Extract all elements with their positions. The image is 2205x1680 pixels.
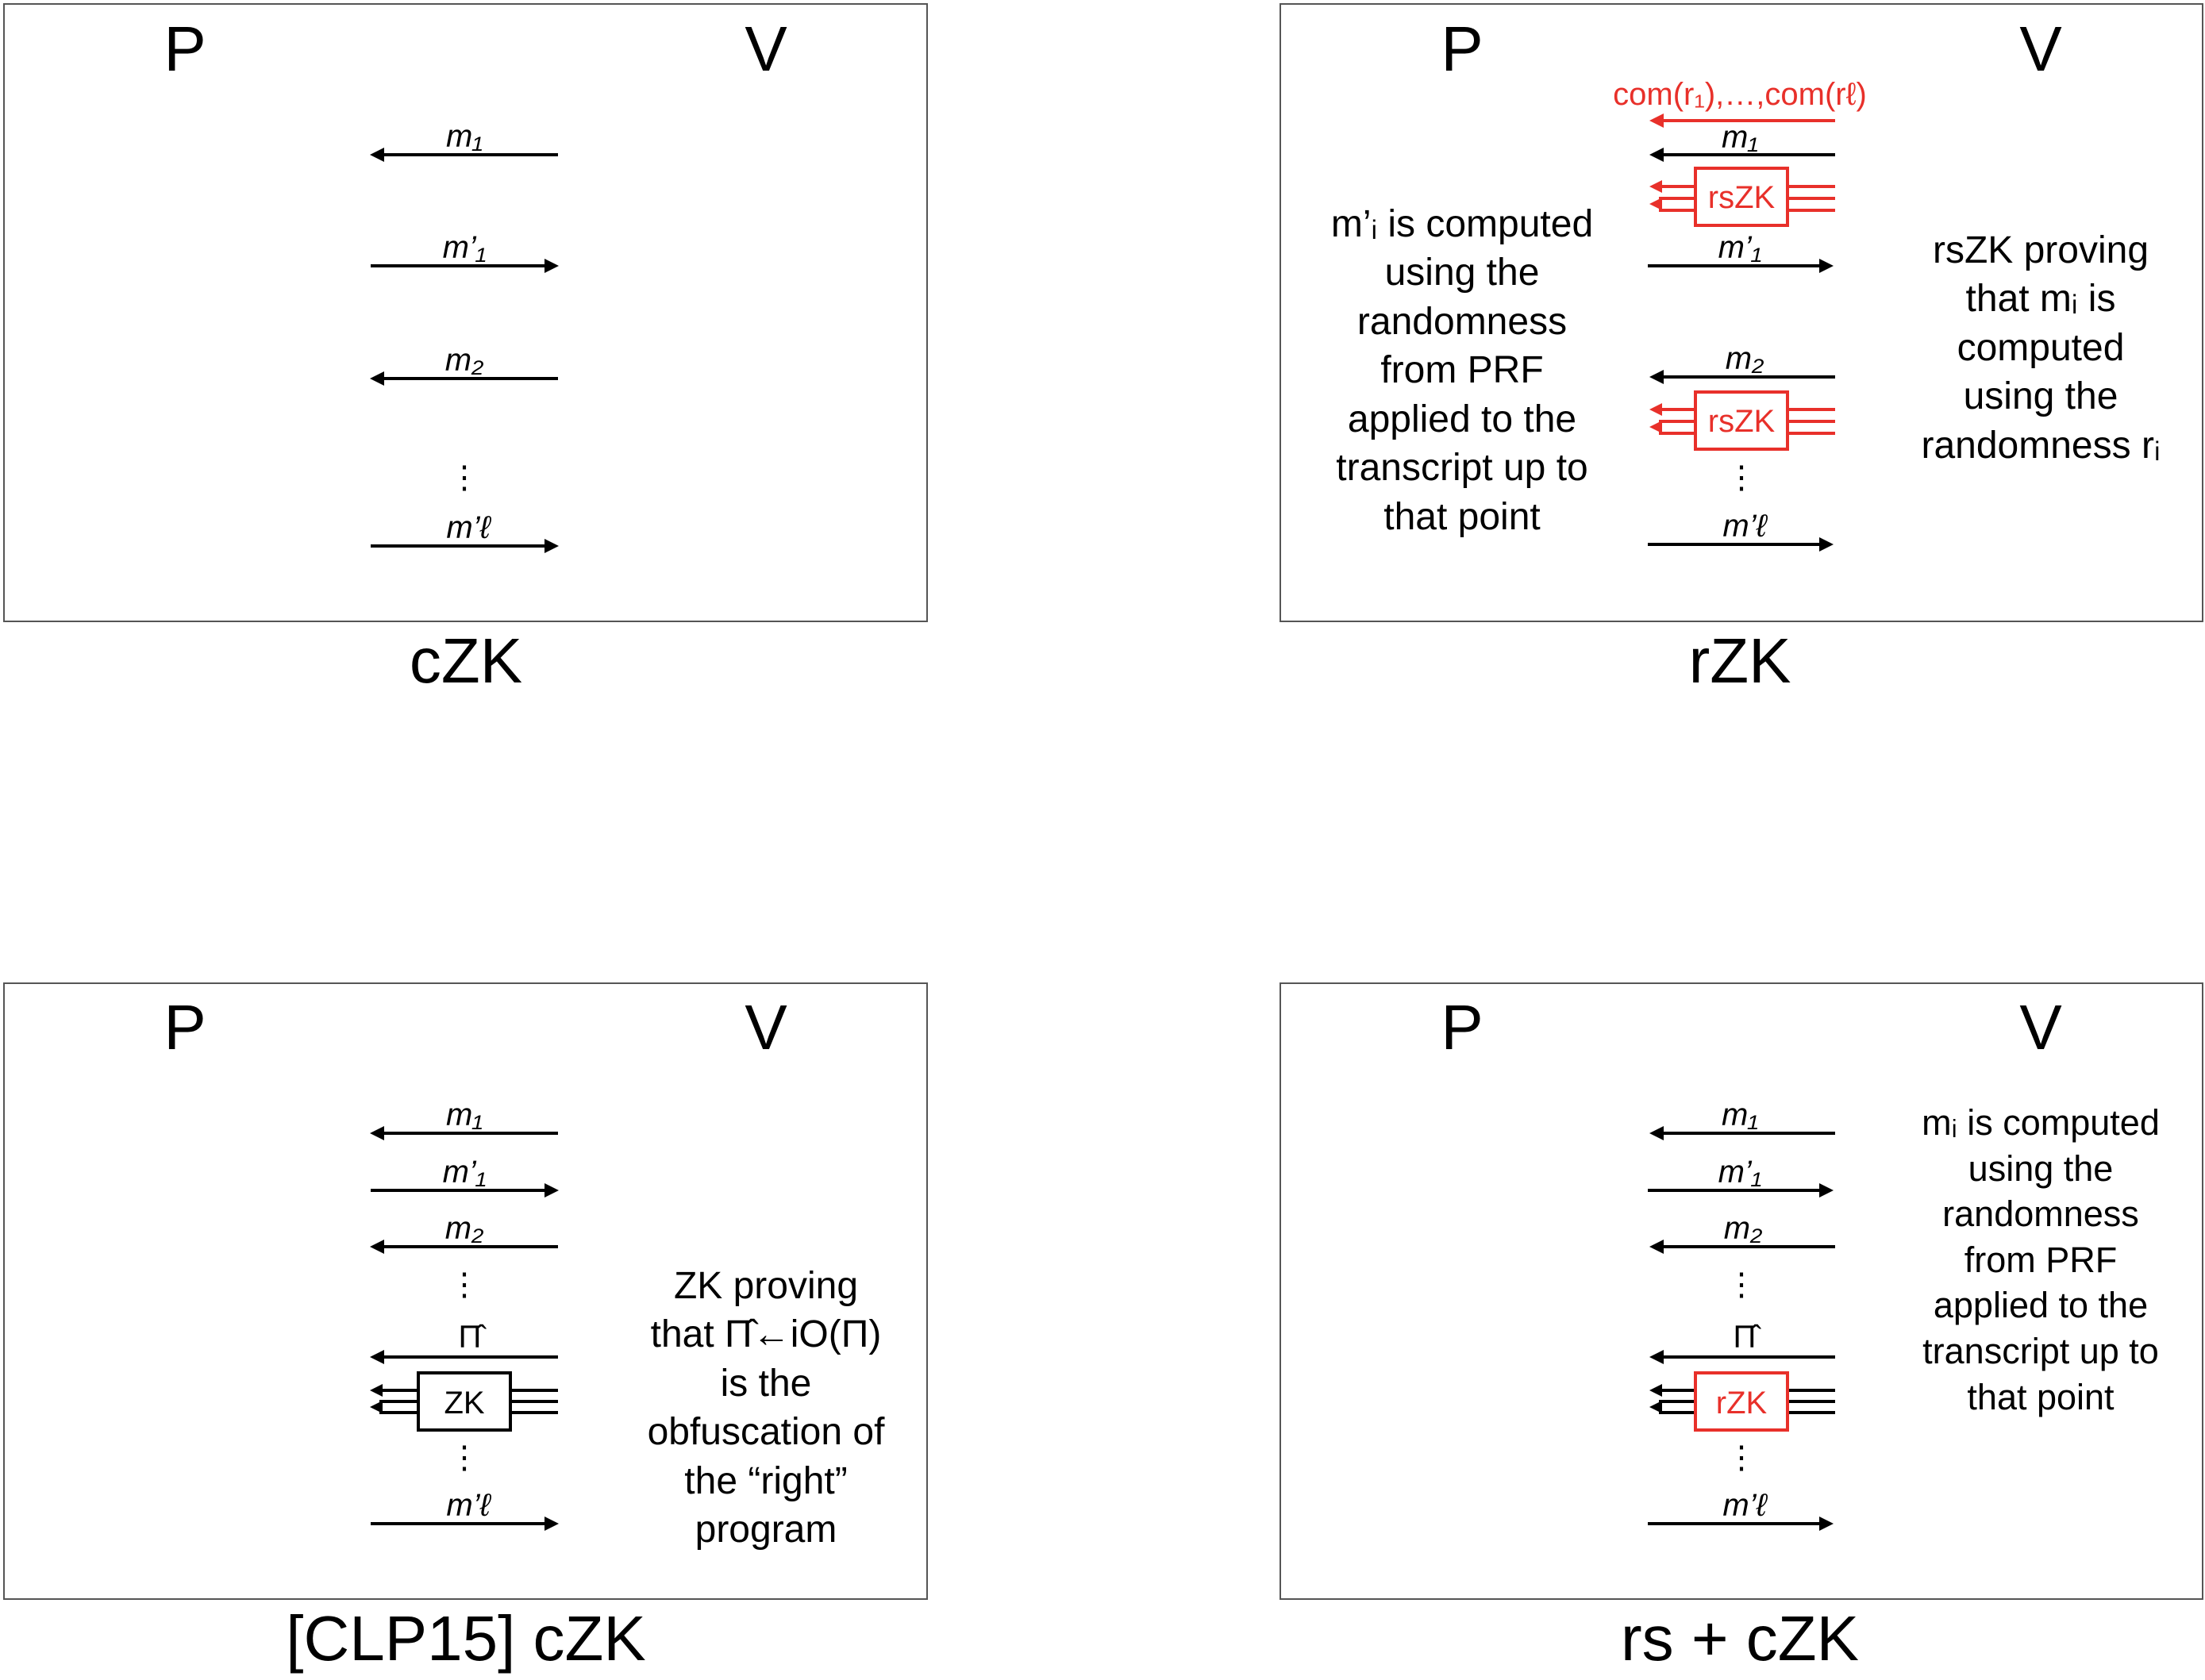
subprotocol-label: rsZK (1708, 180, 1776, 215)
arrow-to-prover (370, 1126, 558, 1140)
verifier-label: V (745, 13, 787, 84)
subprotocol-label: ZK (444, 1386, 484, 1421)
panel-clp15 (3, 982, 928, 1600)
subprotocol-label: rsZK (1708, 404, 1776, 439)
message-label: m’₁ (1718, 230, 1762, 265)
ellipsis: ⋮ (1726, 1440, 1757, 1475)
message-label: m₂ (445, 1211, 484, 1246)
subprotocol-label: rZK (1716, 1386, 1768, 1421)
panel-czk (3, 3, 928, 622)
arrow-to-prover (1649, 1126, 1835, 1140)
arrow-to-verifier (371, 539, 559, 553)
prover-label: P (164, 992, 206, 1063)
commitment-label: com(r₁),…,com(rℓ) (1613, 77, 1867, 112)
prover-label: P (1441, 13, 1483, 84)
rszk-subprotocol (1649, 390, 1835, 451)
arrow-to-prover (370, 1240, 558, 1254)
message-label: m’ℓ (1722, 1488, 1768, 1523)
ellipsis: ⋮ (1726, 460, 1757, 495)
panel-caption: cZK (409, 625, 523, 696)
ellipsis: ⋮ (1726, 1267, 1757, 1302)
message-label: m₂ (1724, 1211, 1763, 1246)
arrow-to-prover (1649, 370, 1835, 384)
arrow-to-prover (1649, 148, 1835, 162)
zk-subprotocol (370, 1371, 558, 1432)
message-label: m₂ (445, 343, 484, 378)
panel-rzk (1280, 3, 2203, 622)
message-label: m’ℓ (446, 510, 491, 545)
right-note: rsZK proving that mᵢ is computed using t… (1921, 229, 2161, 467)
panel-caption: rZK (1688, 625, 1791, 696)
commitment-arrow (1649, 113, 1835, 128)
panel-caption: rs + cZK (1620, 1603, 1860, 1674)
ellipsis: ⋮ (448, 1440, 480, 1475)
message-label: m₂ (1726, 341, 1764, 376)
arrow-to-verifier (1648, 1517, 1834, 1531)
prover-label: P (164, 13, 206, 84)
right-note: mᵢ is computed using the randomness from… (1922, 1102, 2160, 1417)
arrow-to-prover (370, 148, 558, 162)
verifier-label: V (2019, 13, 2062, 84)
arrow-to-prover (370, 371, 558, 386)
panel-caption: [CLP15] cZK (286, 1603, 646, 1674)
ellipsis: ⋮ (448, 1267, 480, 1302)
arrow-to-verifier (371, 1183, 559, 1198)
arrow-to-prover (1649, 1350, 1835, 1364)
arrow-to-verifier (371, 1517, 559, 1531)
message-label: m₁ (446, 1098, 483, 1132)
message-label: m’₁ (443, 1155, 487, 1190)
rzk-subprotocol (1649, 1371, 1835, 1432)
rszk-subprotocol (1649, 167, 1835, 227)
verifier-label: V (2019, 992, 2062, 1063)
message-label: m’₁ (443, 230, 487, 265)
prover-label: P (1441, 992, 1483, 1063)
left-note: m’ᵢ is computed using the randomness fro… (1330, 203, 1594, 538)
message-label: m₁ (1722, 120, 1758, 155)
arrow-to-verifier (1648, 537, 1834, 552)
arrow-to-prover (1649, 1240, 1835, 1254)
right-note: ZK proving that Π̂←iO(Π) is the obfuscat… (647, 1265, 885, 1551)
message-label: Π̂ (1734, 1320, 1762, 1355)
message-label: m₁ (1722, 1098, 1758, 1132)
arrow-to-verifier (371, 259, 559, 273)
ellipsis: ⋮ (448, 460, 480, 495)
verifier-label: V (745, 992, 787, 1063)
arrow-to-prover (370, 1350, 558, 1364)
arrow-to-verifier (1648, 259, 1834, 273)
message-label: m’ℓ (446, 1488, 491, 1523)
arrow-to-verifier (1648, 1183, 1834, 1198)
message-label: m₁ (446, 119, 483, 154)
panel-rs-czk (1280, 982, 2203, 1600)
message-label: m’ℓ (1722, 509, 1768, 544)
message-label: m’₁ (1718, 1155, 1762, 1190)
